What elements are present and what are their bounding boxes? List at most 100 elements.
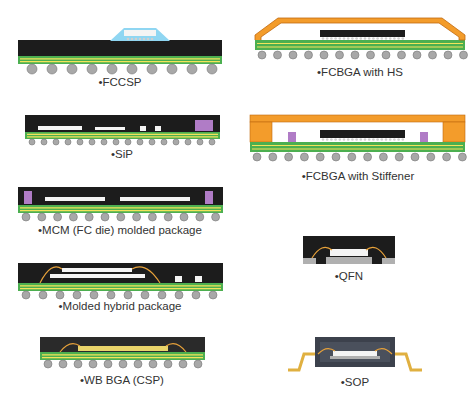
solder-ball — [39, 291, 47, 299]
solder-ball — [53, 139, 59, 145]
solder-ball — [89, 139, 95, 145]
solder-ball — [179, 360, 187, 368]
bump — [330, 138, 333, 141]
bump — [343, 37, 346, 40]
passive-component — [155, 126, 161, 131]
bump — [143, 38, 146, 41]
bump — [381, 138, 384, 141]
bump — [372, 37, 375, 40]
solder-ball — [175, 291, 183, 299]
passive-component — [140, 126, 146, 131]
solder-ball — [65, 139, 71, 145]
solder-ball — [253, 153, 261, 161]
solder-ball — [85, 213, 93, 221]
gull-wing-lead — [288, 354, 315, 370]
lid — [250, 115, 465, 122]
solder-ball — [300, 153, 308, 161]
substrate-trace — [42, 357, 203, 358]
solder-ball — [124, 291, 132, 299]
mold-body — [18, 263, 223, 283]
component — [195, 120, 213, 131]
solder-ball — [164, 360, 172, 368]
bump — [135, 38, 138, 41]
bump — [402, 37, 405, 40]
bump — [351, 37, 354, 40]
substrate-trace — [252, 148, 463, 149]
bump — [364, 138, 367, 141]
bump — [389, 138, 392, 141]
bond-wire — [132, 267, 160, 283]
mold-body — [303, 236, 395, 264]
solder-ball — [119, 360, 127, 368]
substrate-trace — [20, 285, 221, 286]
bump — [364, 37, 367, 40]
solder-ball — [56, 291, 64, 299]
package-label: •SiP — [111, 148, 133, 160]
solder-ball — [427, 153, 435, 161]
bump — [147, 38, 150, 41]
bump — [360, 138, 363, 141]
solder-ball — [180, 213, 188, 221]
die — [78, 346, 168, 351]
solder-ball — [258, 51, 266, 59]
solder-ball — [22, 291, 30, 299]
substrate — [40, 352, 205, 360]
solder-ball — [458, 153, 466, 161]
solder-ball — [149, 360, 157, 368]
solder-ball — [101, 213, 109, 221]
bump — [402, 138, 405, 141]
solder-ball — [27, 64, 37, 74]
solder-ball — [274, 51, 282, 59]
die — [124, 30, 156, 36]
solder-ball — [127, 64, 137, 74]
package-label: •MCM (FC die) molded package — [38, 224, 202, 236]
stiffener — [443, 122, 465, 142]
solder-ball — [29, 139, 35, 145]
die — [120, 197, 190, 201]
solder-ball — [104, 360, 112, 368]
solder-ball — [147, 64, 157, 74]
package-label: •FCBGA with HS — [317, 66, 403, 78]
solder-ball — [185, 139, 191, 145]
solder-ball — [197, 139, 203, 145]
bump — [343, 138, 346, 141]
bond-wire — [166, 344, 186, 352]
bump — [393, 138, 396, 141]
solder-ball — [444, 51, 452, 59]
bump — [368, 138, 371, 141]
solder-ball — [22, 213, 30, 221]
bump — [334, 37, 337, 40]
substrate-trace — [20, 207, 221, 208]
solder-ball — [107, 291, 115, 299]
solder-ball — [382, 51, 390, 59]
bump — [385, 37, 388, 40]
solder-ball — [47, 64, 57, 74]
solder-ball — [117, 213, 125, 221]
substrate-trace — [27, 134, 218, 135]
solder-ball — [167, 64, 177, 74]
bond-wire — [40, 267, 62, 283]
die — [320, 30, 405, 37]
solder-ball — [38, 213, 46, 221]
bump — [347, 37, 350, 40]
solder-ball — [192, 291, 200, 299]
bump — [381, 37, 384, 40]
heat-spreader — [255, 18, 465, 40]
solder-ball — [207, 64, 217, 74]
package-label: •FCCSP — [98, 76, 141, 88]
underfill — [110, 28, 170, 41]
solder-ball — [77, 139, 83, 145]
mold-body — [18, 187, 223, 205]
capacitor — [420, 132, 428, 142]
solder-ball — [196, 213, 204, 221]
mold-body — [315, 337, 395, 367]
solder-ball — [212, 213, 220, 221]
solder-ball — [59, 360, 67, 368]
solder-ball — [209, 139, 215, 145]
die-pad — [330, 356, 380, 359]
solder-ball — [164, 213, 172, 221]
stacked-die — [62, 268, 132, 272]
solder-ball — [149, 139, 155, 145]
solder-ball — [305, 51, 313, 59]
solder-ball — [74, 360, 82, 368]
